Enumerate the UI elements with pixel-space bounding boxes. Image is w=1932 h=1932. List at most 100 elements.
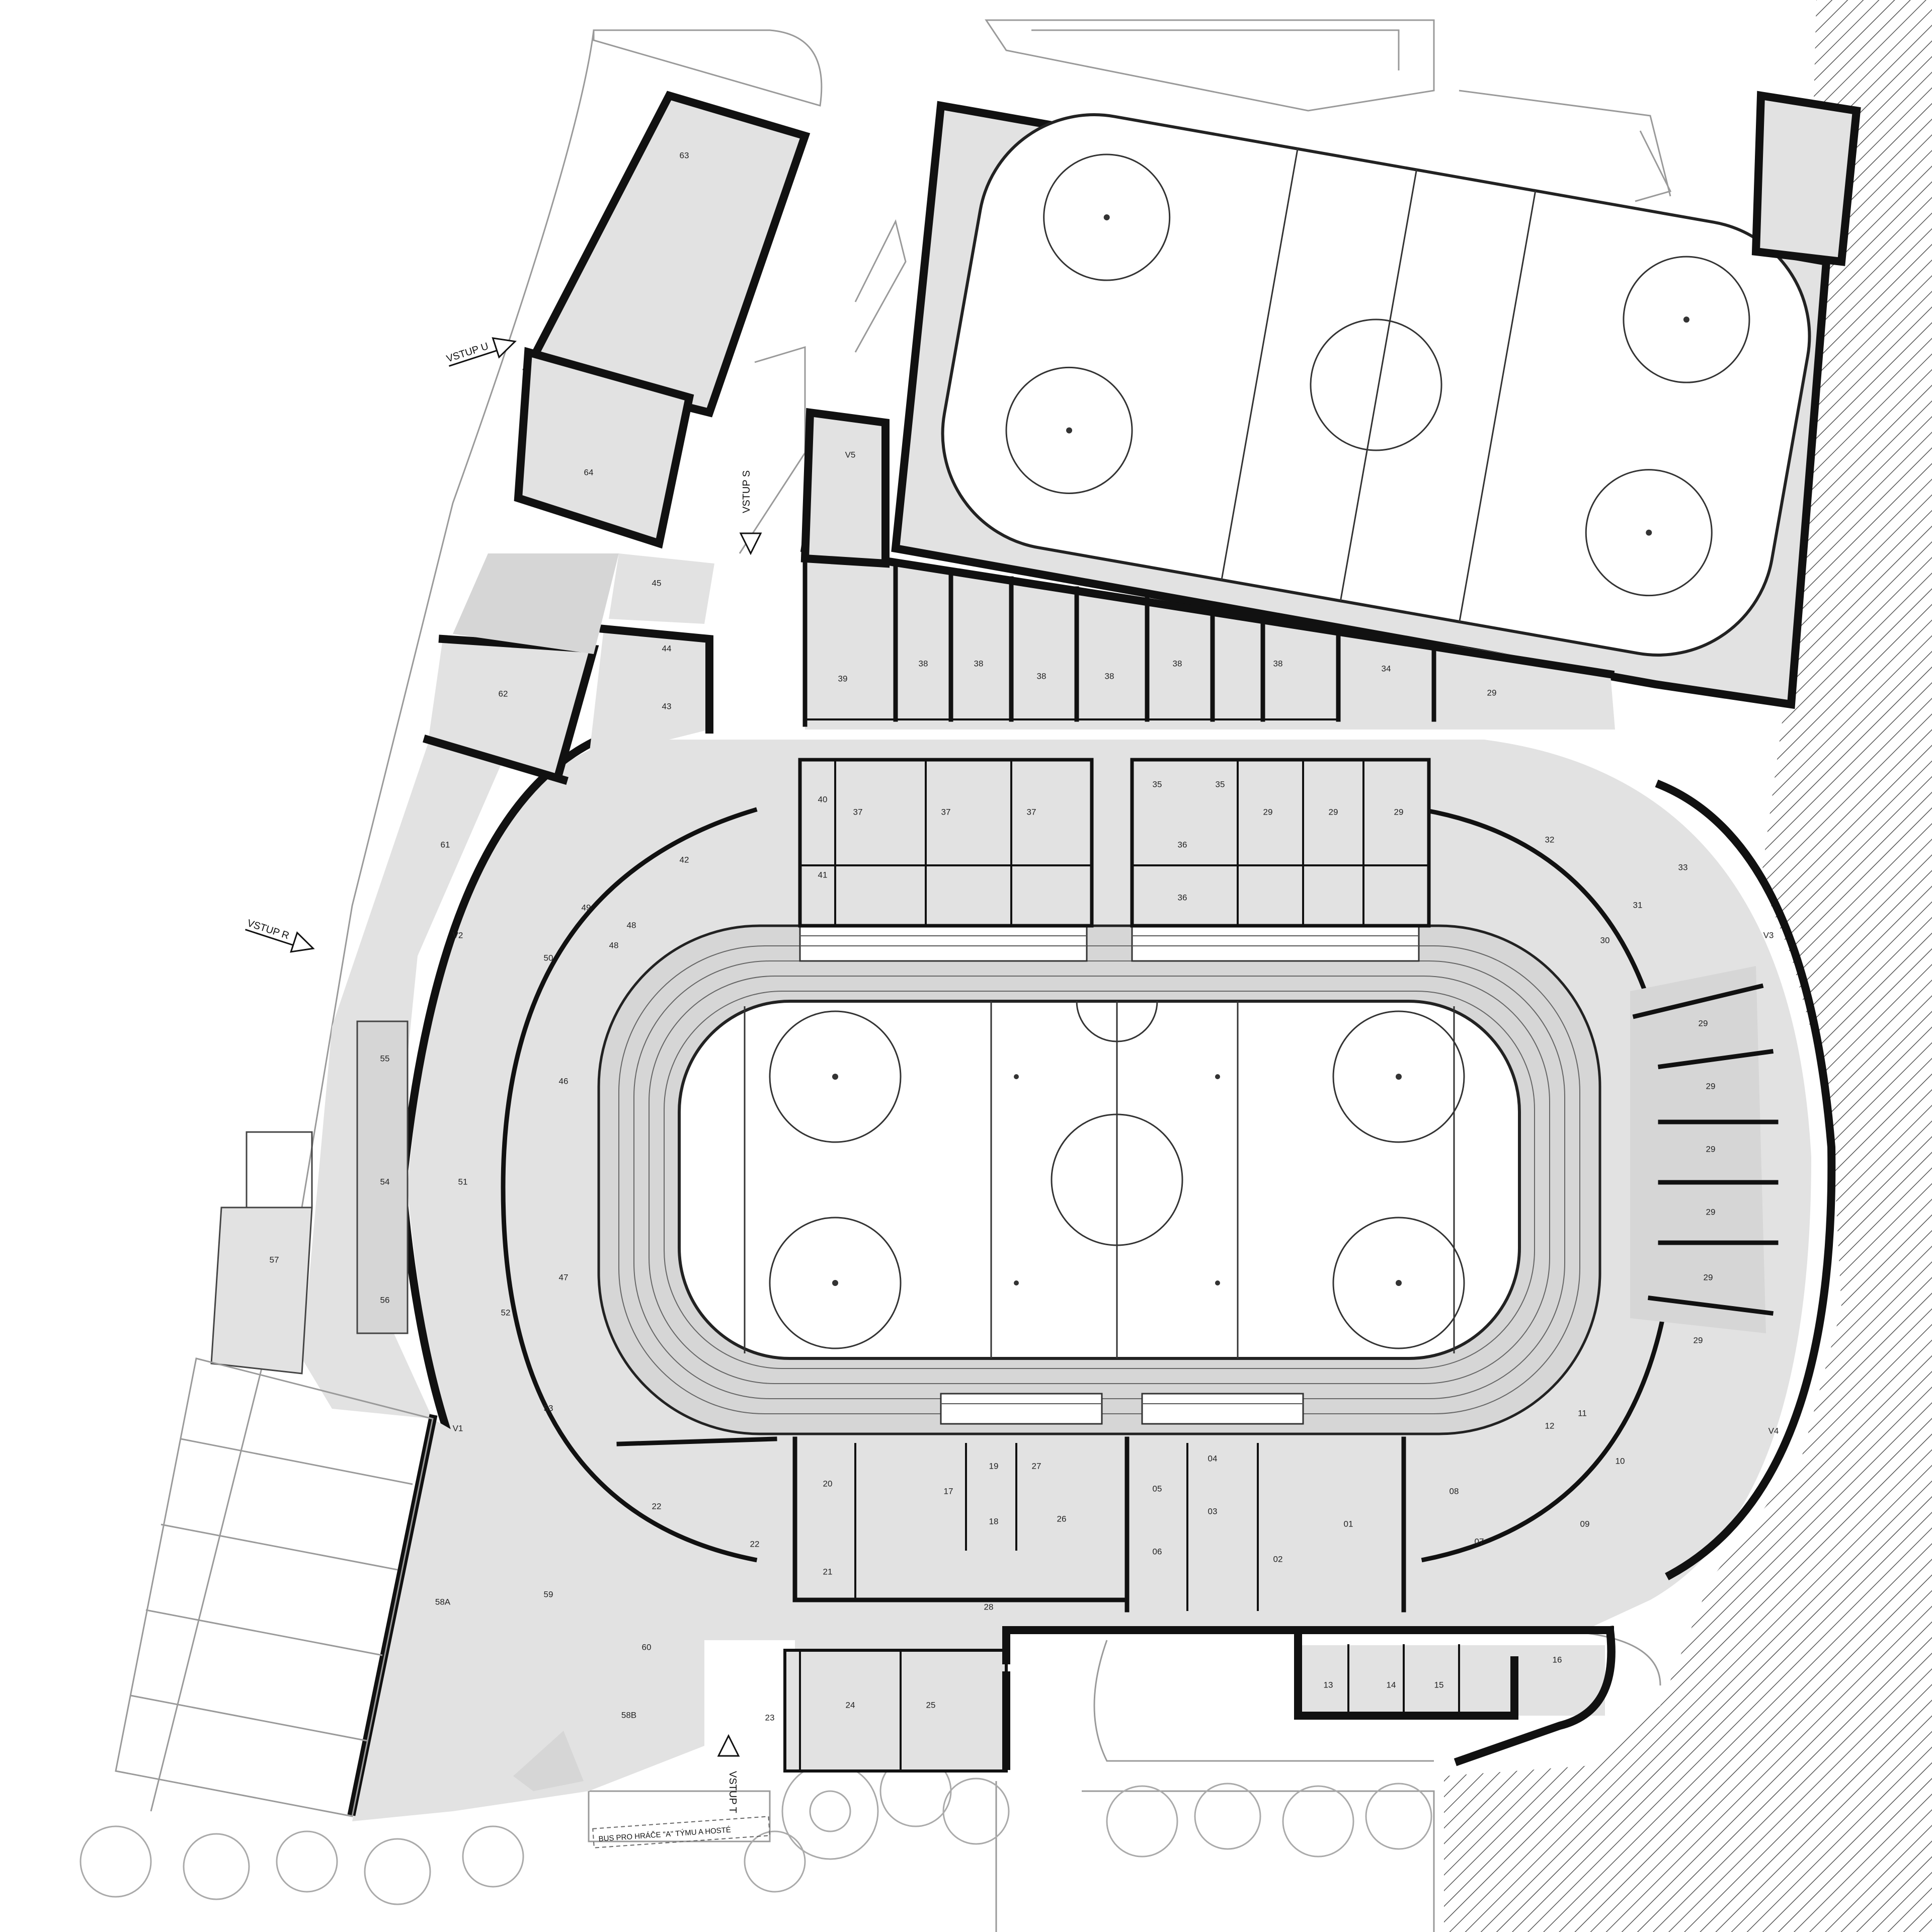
room-02-label: 02 — [1273, 1554, 1283, 1564]
right-room-band — [1630, 966, 1779, 1333]
entrance-t: VSTUP T — [717, 1734, 740, 1813]
room-16-label: 16 — [1553, 1655, 1562, 1664]
main-ice-rink — [678, 1000, 1521, 1360]
room-29-label: 29 — [1704, 1272, 1713, 1282]
room-42-label: 42 — [680, 855, 689, 864]
room-29-label: 29 — [1706, 1207, 1716, 1217]
room-32-label: 32 — [1545, 835, 1555, 844]
room-38-label: 38 — [1037, 671, 1046, 681]
room-06-label: 06 — [1153, 1547, 1162, 1556]
room-45-label: 45 — [652, 578, 662, 588]
room-22-label: 22 — [750, 1539, 760, 1549]
inner-room-blocks — [798, 758, 1431, 928]
trees — [79, 1755, 1432, 1905]
room-47-label: 47 — [559, 1272, 569, 1282]
room-48-label: 48 — [627, 920, 636, 930]
tree-icon — [744, 1830, 806, 1893]
room-07-label: 07 — [1475, 1537, 1484, 1546]
room-57-label: 57 — [270, 1255, 279, 1264]
room-21-label: 21 — [823, 1567, 833, 1576]
arrow-right-icon — [492, 337, 517, 359]
room-37-label: 37 — [941, 807, 951, 817]
room-08-label: 08 — [1450, 1486, 1459, 1496]
room-60-label: 60 — [642, 1642, 652, 1652]
room-05-label: 05 — [1153, 1484, 1162, 1493]
site-outlines — [150, 19, 1672, 1932]
room-14-label: 14 — [1387, 1680, 1396, 1689]
entrance-r-label: VSTUP R — [246, 918, 290, 942]
room-01-label: 01 — [1344, 1519, 1353, 1528]
room-36-label: 36 — [1178, 893, 1187, 902]
room-38-label: 38 — [919, 659, 928, 668]
room-labels: 01 02 03 04 05 06 07 08 09 10 11 12 13 1… — [270, 150, 1779, 1722]
tree-icon — [1106, 1785, 1178, 1858]
entrance-u: VSTUP U — [445, 337, 517, 367]
bus-note: BUS PRO HRÁČE "A" TÝMU A HOSTÉ — [592, 1816, 771, 1848]
arrow-up-icon — [717, 1734, 740, 1757]
room-52-label: 52 — [501, 1308, 511, 1317]
room-38-label: 38 — [1105, 671, 1114, 681]
room-55-label: 55 — [380, 1054, 390, 1063]
room-39-label: 39 — [838, 674, 848, 683]
room-29-label: 29 — [1487, 688, 1497, 697]
room-03-label: 03 — [1208, 1506, 1218, 1516]
training-rink — [891, 91, 1861, 709]
tree-icon — [1365, 1783, 1432, 1850]
room-37-label: 37 — [1027, 807, 1036, 817]
room-29-label: 29 — [1706, 1144, 1716, 1154]
room-40-label: 40 — [818, 794, 828, 804]
entrance-u-label: VSTUP U — [445, 341, 490, 365]
stair-v3-label: V3 — [1763, 930, 1774, 940]
tree-icon — [276, 1830, 338, 1893]
upper-room-band — [800, 543, 1615, 730]
room-63-label: 63 — [680, 150, 689, 160]
room-29-label: 29 — [1263, 807, 1273, 817]
room-27-label: 27 — [1032, 1461, 1041, 1471]
room-12-label: 12 — [1545, 1421, 1555, 1430]
room-50-label: 50 — [544, 953, 553, 962]
room-35-label: 35 — [1153, 779, 1162, 789]
entrance-s: VSTUP S — [739, 470, 762, 555]
room-37-label: 37 — [853, 807, 863, 817]
room-13-label: 13 — [1324, 1680, 1333, 1689]
room-30-label: 30 — [1600, 935, 1610, 945]
room-29-label: 29 — [1694, 1335, 1703, 1345]
west-wing — [210, 634, 599, 1419]
room-36-label: 36 — [1178, 840, 1187, 849]
room-49-label: 49 — [582, 903, 591, 912]
room-25-label: 25 — [926, 1700, 936, 1710]
room-17-label: 17 — [944, 1486, 953, 1496]
tree-icon — [79, 1825, 152, 1898]
room-59-label: 59 — [544, 1589, 553, 1599]
room-20-label: 20 — [823, 1479, 833, 1488]
arrow-right-icon — [290, 931, 315, 953]
room-46-label: 46 — [559, 1076, 569, 1086]
entrance-r: VSTUP R — [245, 918, 315, 953]
tree-icon — [364, 1838, 431, 1905]
room-38-label: 38 — [1273, 659, 1283, 668]
stair-v5-label: V5 — [845, 450, 856, 459]
room-54-label: 54 — [380, 1177, 390, 1186]
arrow-down-icon — [739, 532, 762, 555]
tree-icon — [462, 1825, 524, 1888]
tree-icon — [1194, 1783, 1261, 1850]
room-58A-label: 58A — [435, 1597, 451, 1606]
room-34-label: 34 — [1382, 664, 1391, 673]
room-31-label: 31 — [1633, 900, 1643, 910]
room-33-label: 33 — [1678, 862, 1688, 872]
room-11-label: 11 — [1578, 1408, 1587, 1418]
entrance-t-label: VSTUP T — [727, 1771, 738, 1813]
room-53-label: 53 — [544, 1403, 553, 1413]
room-35-label: 35 — [1216, 779, 1225, 789]
room-29-label: 29 — [1329, 807, 1338, 817]
room-43-label: 43 — [662, 701, 672, 711]
room-41-label: 41 — [818, 870, 828, 879]
stair-v2-label: V2 — [453, 930, 463, 940]
room-19-label: 19 — [989, 1461, 999, 1471]
room-26-label: 26 — [1057, 1514, 1067, 1523]
room-58B-label: 58B — [621, 1710, 636, 1720]
room-29-label: 29 — [1699, 1018, 1708, 1028]
bottom-room-band — [616, 1436, 1406, 1613]
room-28-label: 28 — [984, 1602, 994, 1612]
